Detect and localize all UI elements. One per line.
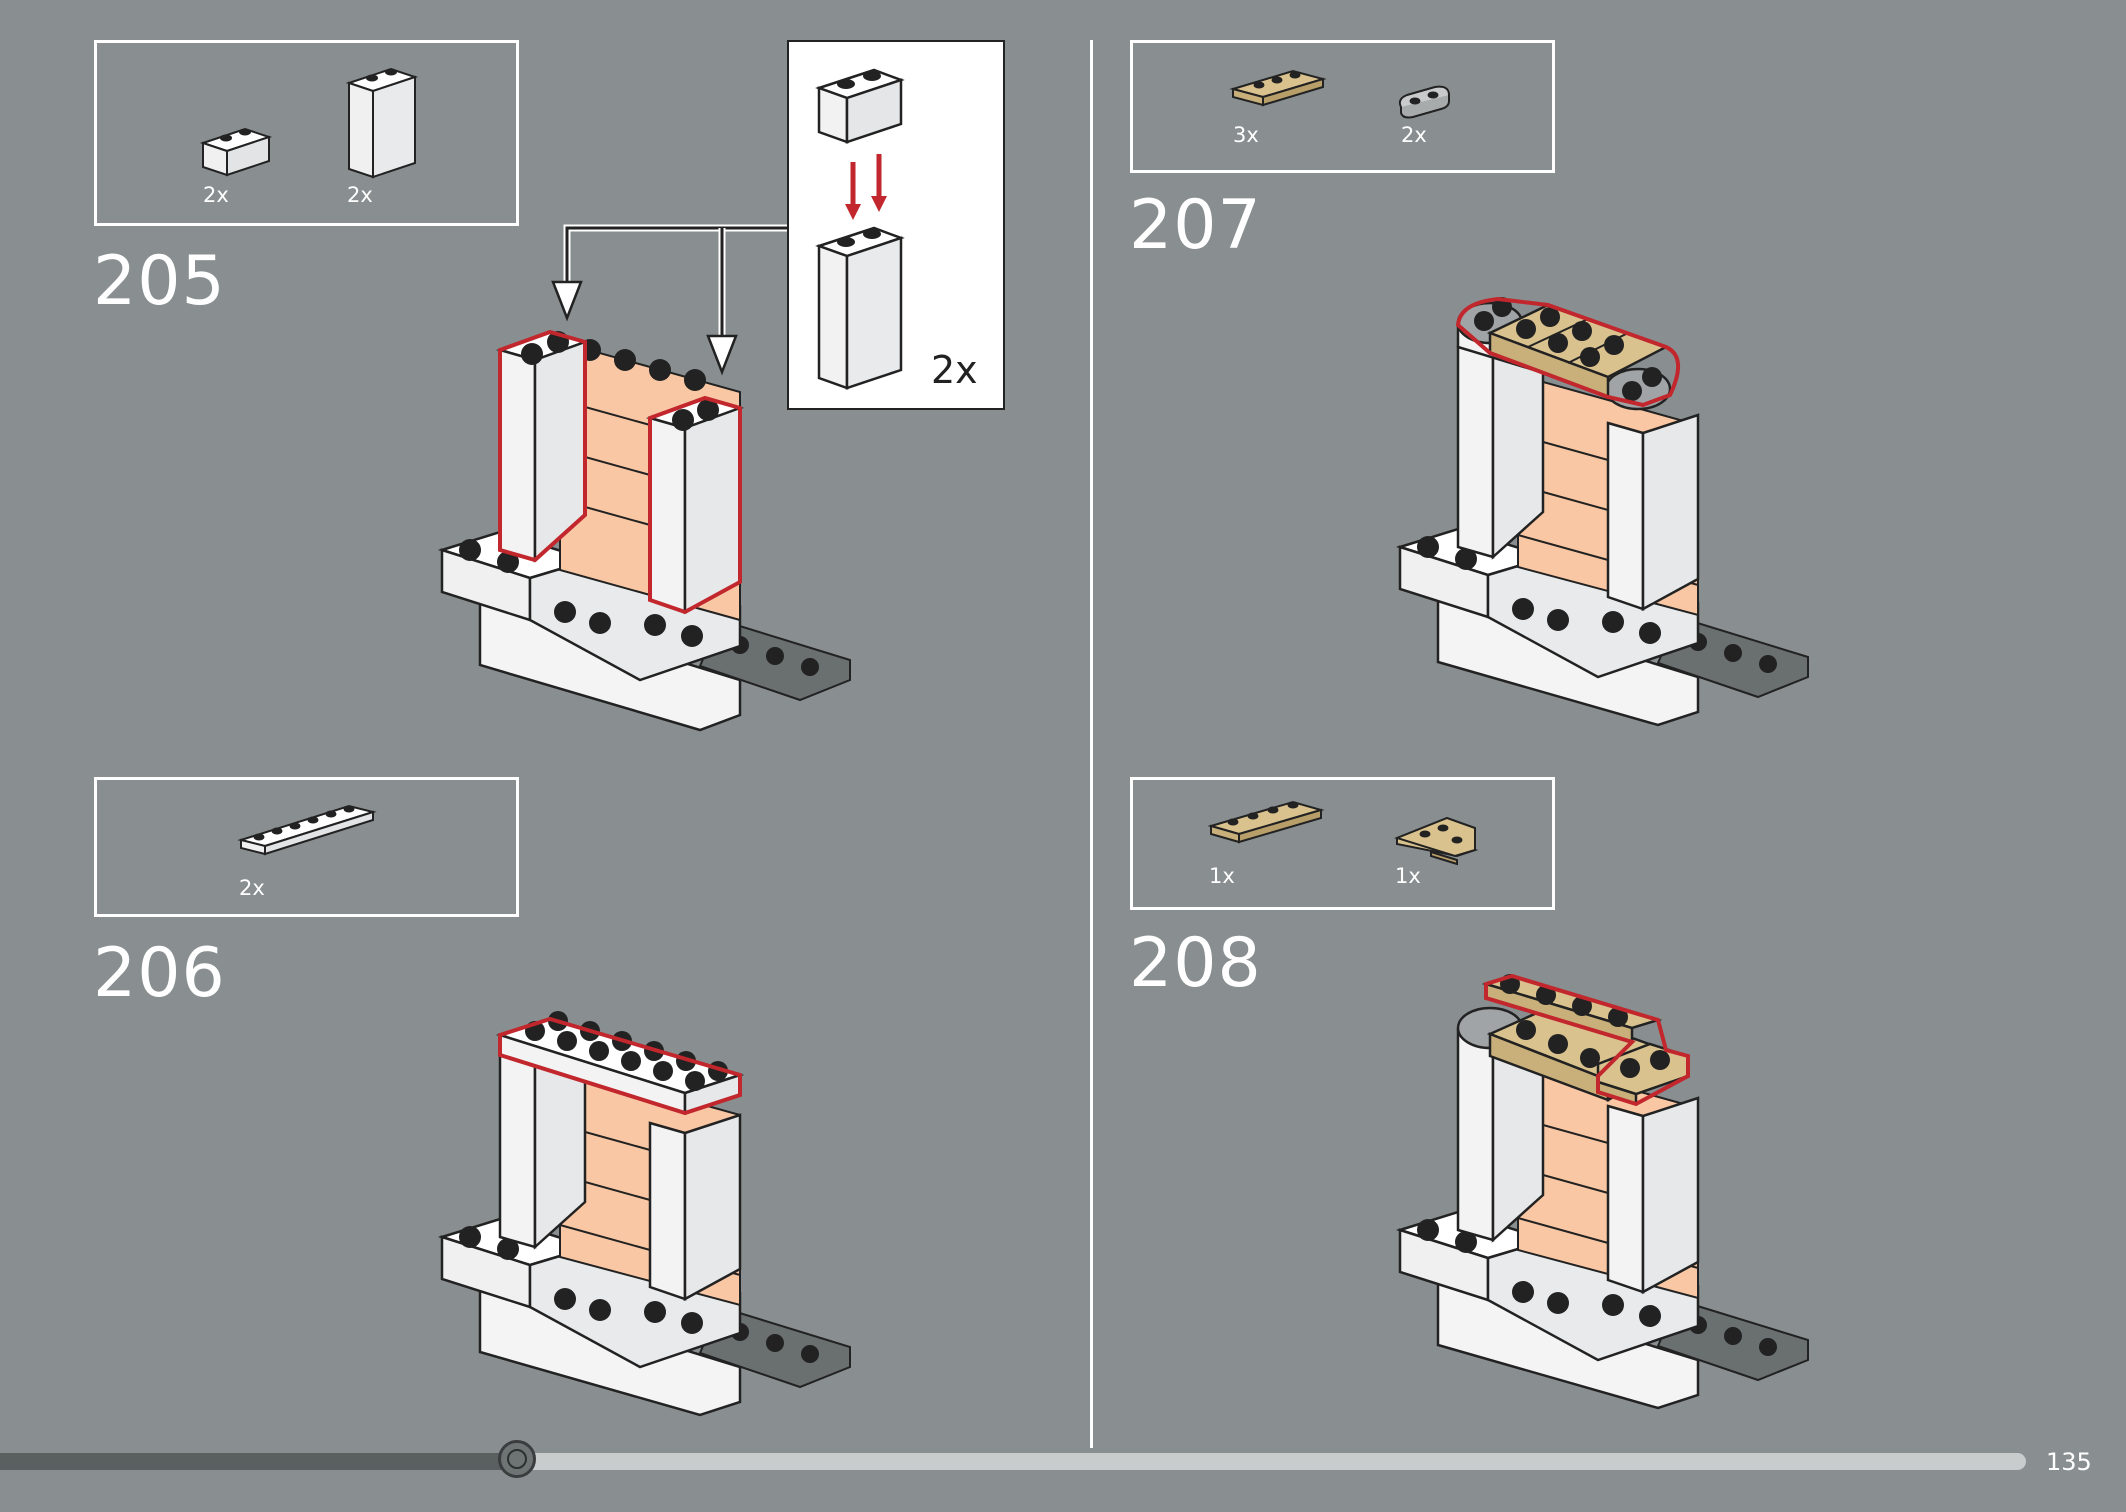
step-number-207: 207 xyxy=(1129,186,1262,265)
callout-box-205: 2x xyxy=(787,40,1005,410)
model-illustration-208 xyxy=(1395,973,1809,1410)
callout-brick-assembly-icon xyxy=(815,68,905,390)
part-qty: 1x xyxy=(1209,864,1235,888)
parts-box-206: 2x xyxy=(94,777,519,917)
page-number: 135 xyxy=(2046,1448,2092,1476)
progress-slider-handle[interactable] xyxy=(498,1440,536,1478)
part-plate-1x6-white-icon xyxy=(237,804,377,856)
callout-qty: 2x xyxy=(931,348,978,392)
parts-box-208: 1x 1x xyxy=(1130,777,1555,910)
part-qty: 2x xyxy=(347,183,373,207)
part-brick-1x2x3-white-icon xyxy=(345,67,419,179)
part-plate-1x2-rounded-grey-icon xyxy=(1398,85,1451,119)
part-plate-1x4-tan-icon xyxy=(1207,800,1325,844)
part-qty: 3x xyxy=(1233,123,1259,147)
step-number-205: 205 xyxy=(93,242,226,321)
part-brick-1x2-white-icon xyxy=(199,127,273,177)
part-plate-2x2-corner-tan-icon xyxy=(1394,816,1479,866)
model-illustration-206 xyxy=(437,1011,851,1417)
step-number-206: 206 xyxy=(93,934,226,1013)
model-illustration-207 xyxy=(1395,296,1809,727)
column-divider xyxy=(1090,40,1093,1448)
part-qty: 2x xyxy=(239,876,265,900)
part-qty: 2x xyxy=(1401,123,1427,147)
step-number-208: 208 xyxy=(1129,924,1262,1003)
parts-box-205: 2x 2x xyxy=(94,40,519,226)
part-qty: 1x xyxy=(1395,864,1421,888)
progress-fill xyxy=(0,1453,517,1470)
part-qty: 2x xyxy=(203,183,229,207)
part-plate-1x3-tan-icon xyxy=(1229,69,1327,107)
parts-box-207: 3x 2x xyxy=(1130,40,1555,173)
model-illustration-205 xyxy=(437,329,851,732)
